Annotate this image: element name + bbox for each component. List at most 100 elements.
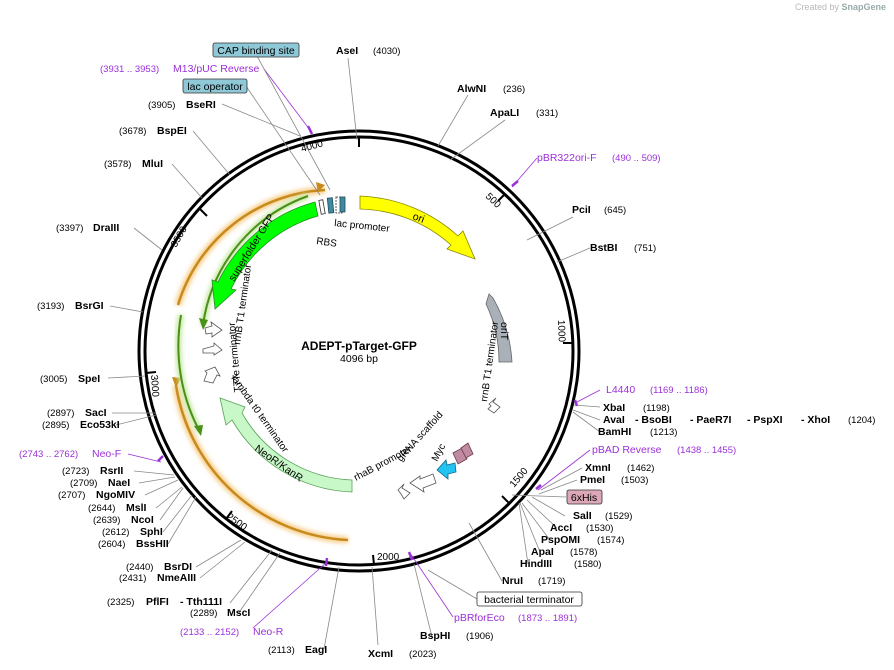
small-terminator-arrow [397, 483, 411, 500]
enzyme-pos-xbai: (1198) [643, 403, 670, 414]
orit-feature [485, 293, 513, 363]
bacterial-terminator-box [476, 591, 583, 607]
enzyme-apai: ApaI [531, 546, 554, 558]
enzyme-bsobi: - BsoBI [635, 414, 672, 426]
enzyme-spei: SpeI [78, 373, 100, 385]
plasmid-name: ADEPT-pTarget-GFP [301, 339, 417, 353]
lac-operator-label: lac operator [187, 81, 243, 93]
created-by-credit: Created by SnapGene [795, 2, 886, 12]
inner-rail-arrowhead-upper [199, 318, 208, 330]
lac-operator-box [182, 78, 248, 94]
enzyme-paer7i: - PaeR7I [690, 414, 732, 426]
enzyme-pos-hindiii: (1580) [574, 559, 601, 570]
enzyme-nrui: NruI [502, 575, 523, 587]
enzyme-eco53ki: Eco53kI [80, 419, 120, 431]
enzyme-xhoi: - XhoI [801, 414, 830, 426]
rail-arrowhead-top [316, 182, 325, 192]
primer-pos-neo-r: (2133 .. 2152) [180, 627, 239, 638]
enzyme-naei: NaeI [108, 477, 130, 489]
enzyme-rsrii: RsrII [100, 465, 123, 477]
enzyme-pos-pspomi: (1574) [597, 535, 624, 546]
primer-pbad-reverse: pBAD Reverse [592, 444, 662, 456]
enzyme-pos-apali: (331) [536, 108, 558, 119]
bacterial-terminator-label: bacterial terminator [484, 594, 574, 606]
enzyme-pos-bsshii: (2604) [98, 539, 125, 550]
enzyme-alwni: AlwNI [457, 83, 486, 95]
enzyme-pos-nrui: (1719) [538, 576, 565, 587]
cap-binding-site-label: CAP binding site [217, 45, 295, 57]
enzyme-pspxi: - PspXI [747, 414, 783, 426]
primer-neo-r: Neo-R [253, 626, 284, 638]
tick-label-2000: 2000 [377, 552, 400, 563]
enzyme-pos-pmei: (1503) [621, 475, 648, 486]
enzyme-acci: AccI [550, 522, 572, 534]
enzyme-pos-eagi: (2113) [268, 645, 295, 656]
enzyme-msli: MslI [126, 502, 147, 514]
enzyme-pos-msli: (2644) [88, 503, 115, 514]
enzyme-tth111i: - Tth111I [180, 596, 222, 608]
feature-leader-lines [245, 55, 567, 600]
enzyme-pos-ncoi: (2639) [93, 515, 120, 526]
enzyme-xcmi: XcmI [368, 648, 393, 660]
rbs-label: RBS [316, 236, 338, 250]
outer-rail-lower [174, 384, 349, 542]
enzyme-pflfi: PflFI [146, 596, 169, 608]
tick-label-3000: 3000 [148, 374, 161, 397]
enzyme-bsphi: BspHI [420, 630, 450, 642]
tick-label-3500: 3500 [169, 224, 190, 249]
superfolder-gfp-feature [211, 201, 319, 310]
tick-label-1500: 1500 [508, 465, 531, 489]
primer-m13puc-reverse: M13/pUC Reverse [173, 63, 260, 75]
enzyme-pos-bsrdi: (2440) [126, 562, 153, 573]
rrnb-t1-left-arrow [204, 321, 223, 338]
inner-rail-arrowhead-lower [194, 425, 203, 436]
enzyme-pos-xmni: (1462) [627, 463, 654, 474]
enzyme-pos-xhoi: (1204) [848, 415, 875, 426]
enzyme-pos-nmeaiii: (2431) [119, 573, 146, 584]
inner-rail-upper [202, 195, 309, 326]
primer-leader-lines [127, 68, 601, 629]
credit-prefix: Created by [794, 2, 839, 12]
backbone-ticks [145, 137, 573, 566]
rrnb-t1-right-arrow [487, 397, 501, 414]
primer-neo-f: Neo-F [92, 448, 121, 460]
lac-promoter-label: lac promoter [334, 218, 391, 235]
tick-label-2500: 2500 [224, 511, 249, 533]
ori-feature [359, 195, 476, 260]
enzyme-pos-pcii: (645) [604, 205, 626, 216]
enzyme-pos-rsrii: (2723) [62, 466, 89, 477]
cap-binding-block [339, 196, 346, 213]
enzyme-pos-bseri: (3905) [148, 100, 175, 111]
enzyme-mlui: MluI [142, 158, 163, 170]
enzyme-nmeaiii: NmeAIII [157, 572, 196, 584]
enzyme-pos-bstbi: (751) [634, 243, 656, 254]
enzyme-pos-asei: (4030) [373, 46, 400, 57]
enzyme-pos-bspei: (3678) [119, 126, 146, 137]
cap-binding-site-box [212, 42, 300, 58]
enzyme-pos-bsrgi: (3193) [37, 301, 64, 312]
enzyme-pos-bsphi: (1906) [466, 631, 493, 642]
enzyme-pspomi: PspOMI [541, 534, 580, 546]
enzyme-pos-naei: (2709) [70, 478, 97, 489]
primer-marks [157, 125, 579, 567]
enzyme-bstbi: BstBI [590, 242, 618, 254]
enzyme-pos-sali: (1529) [605, 511, 632, 522]
snapgene-logo: SnapGene [841, 2, 886, 12]
enzyme-ngomiv: NgoMIV [96, 489, 135, 501]
enzyme-pos-draiii: (3397) [56, 223, 83, 234]
neor-kanr-feature [219, 397, 353, 493]
enzyme-sphi: SphI [140, 526, 163, 538]
primer-pos-pbrforeco: (1873 .. 1891) [518, 613, 577, 624]
enzyme-pos-msci: (2289) [190, 608, 217, 619]
tick-label-1000: 1000 [555, 320, 567, 343]
enzyme-pos-acci: (1530) [586, 523, 613, 534]
enzyme-bsshii: BssHII [136, 538, 169, 550]
t7te-arrow [202, 342, 223, 356]
enzyme-ncoi: NcoI [131, 514, 154, 526]
enzyme-bspei: BspEI [157, 125, 187, 137]
tick-label-500: 500 [483, 191, 503, 211]
enzyme-pos-sphi: (2612) [102, 527, 129, 538]
primer-pos-pbr322ori-f: (490 .. 509) [612, 153, 661, 164]
primer-pbr322ori-f: pBR322ori-F [537, 152, 597, 164]
